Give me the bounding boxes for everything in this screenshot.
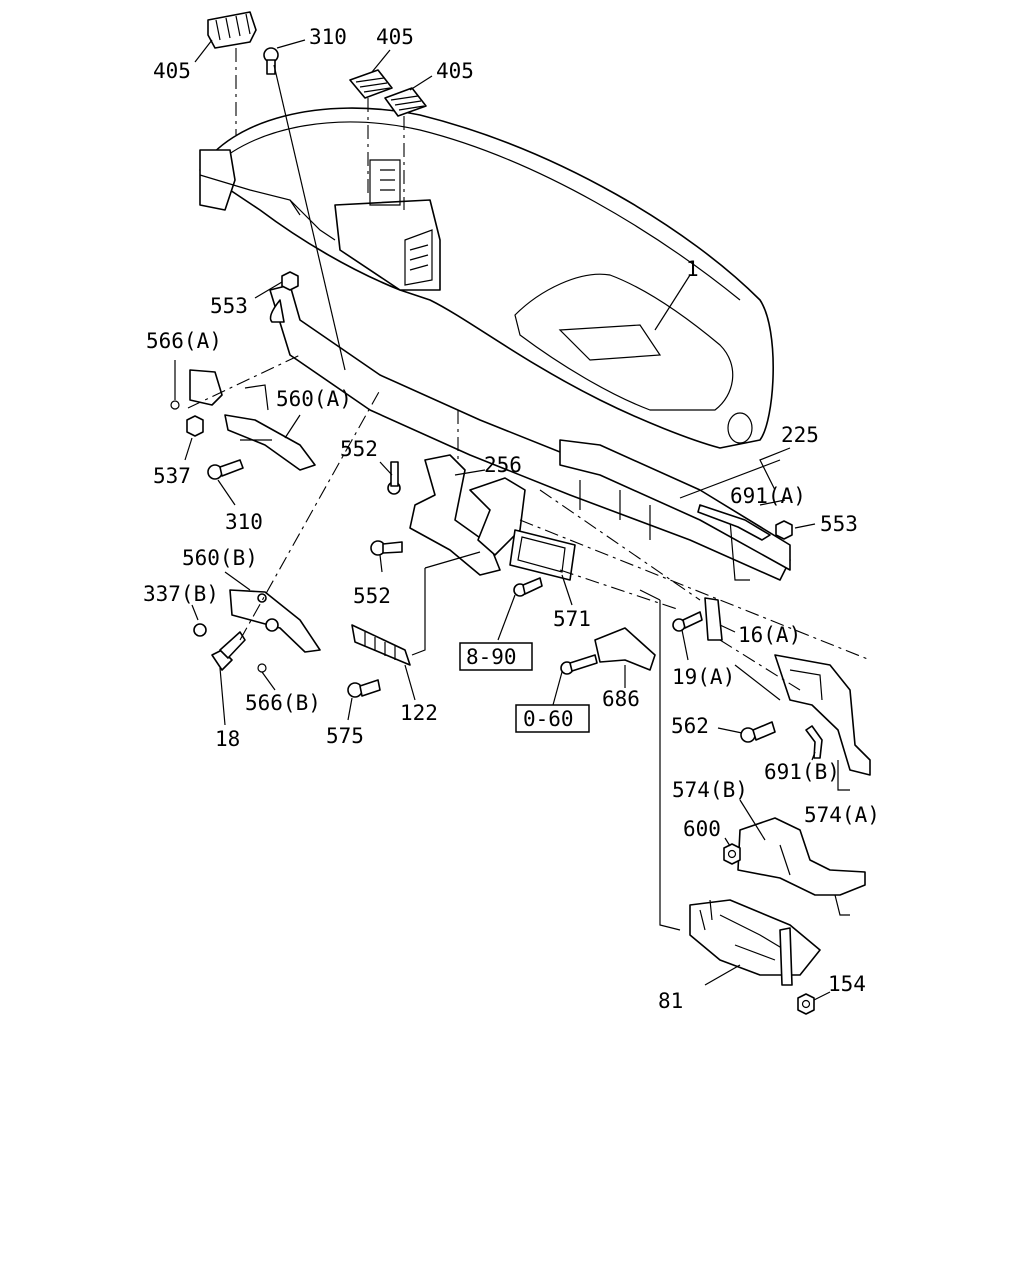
label-566B: 566(B) [245, 691, 321, 715]
bracket-256 [409, 454, 526, 576]
label-691B: 691(B) [764, 760, 840, 784]
label-691A: 691(A) [730, 484, 806, 508]
label-553-left: 553 [210, 294, 248, 318]
label-310-lower: 310 [225, 510, 263, 534]
strip-691B [805, 725, 823, 759]
label-ref-0-60: 0-60 [523, 707, 574, 731]
strip-691A [697, 504, 771, 541]
label-560A: 560(A) [276, 387, 352, 411]
bracket-16A [704, 597, 723, 641]
label-19A: 19(A) [672, 665, 735, 689]
label-562: 562 [671, 714, 709, 738]
part-122 [351, 624, 411, 666]
label-122: 122 [400, 701, 438, 725]
instrument-panel [199, 107, 774, 449]
label-537: 537 [153, 464, 191, 488]
label-574B: 574(B) [672, 778, 748, 802]
label-ref-8-90: 8-90 [466, 645, 517, 669]
label-552-upper: 552 [340, 437, 378, 461]
label-256: 256 [484, 453, 522, 477]
ref-box-0-60 [515, 704, 590, 733]
cross-beam [269, 284, 791, 581]
reference-lines [187, 48, 871, 931]
label-686: 686 [602, 687, 640, 711]
label-154: 154 [828, 972, 866, 996]
label-225: 225 [781, 423, 819, 447]
label-18: 18 [215, 727, 240, 751]
label-405-center-left: 405 [376, 25, 414, 49]
label-600: 600 [683, 817, 721, 841]
vent-405-center-right [384, 87, 427, 117]
bracket-560B [229, 589, 321, 653]
vent-405-center-left [349, 69, 393, 99]
bracket-574A [774, 654, 871, 776]
label-405-center-right: 405 [436, 59, 474, 83]
label-1: 1 [686, 257, 699, 281]
label-553-right: 553 [820, 512, 858, 536]
vent-405-top-left [207, 11, 257, 49]
label-571: 571 [553, 607, 591, 631]
leader-lines [174, 39, 850, 1001]
nut-154 [797, 993, 815, 1015]
label-566A: 566(A) [146, 329, 222, 353]
label-575: 575 [326, 724, 364, 748]
label-405-top-left: 405 [153, 59, 191, 83]
ref-box-8-90 [459, 642, 533, 671]
label-574A: 574(A) [804, 803, 880, 827]
part-labels: 405 310 405 405 1 553 566(A) 560(A) 537 … [143, 25, 880, 1013]
screw-310-top [263, 47, 279, 75]
bracket-686 [594, 627, 656, 671]
nut-600 [723, 843, 741, 865]
fasteners [170, 271, 793, 743]
label-310-top: 310 [309, 25, 347, 49]
part-571 [509, 529, 576, 581]
label-560B: 560(B) [182, 546, 258, 570]
label-81: 81 [658, 989, 683, 1013]
bracket-574B [737, 817, 866, 916]
label-16A: 16(A) [738, 623, 801, 647]
label-552-lower: 552 [353, 584, 391, 608]
bracket-81 [689, 899, 821, 986]
label-337B: 337(B) [143, 582, 219, 606]
